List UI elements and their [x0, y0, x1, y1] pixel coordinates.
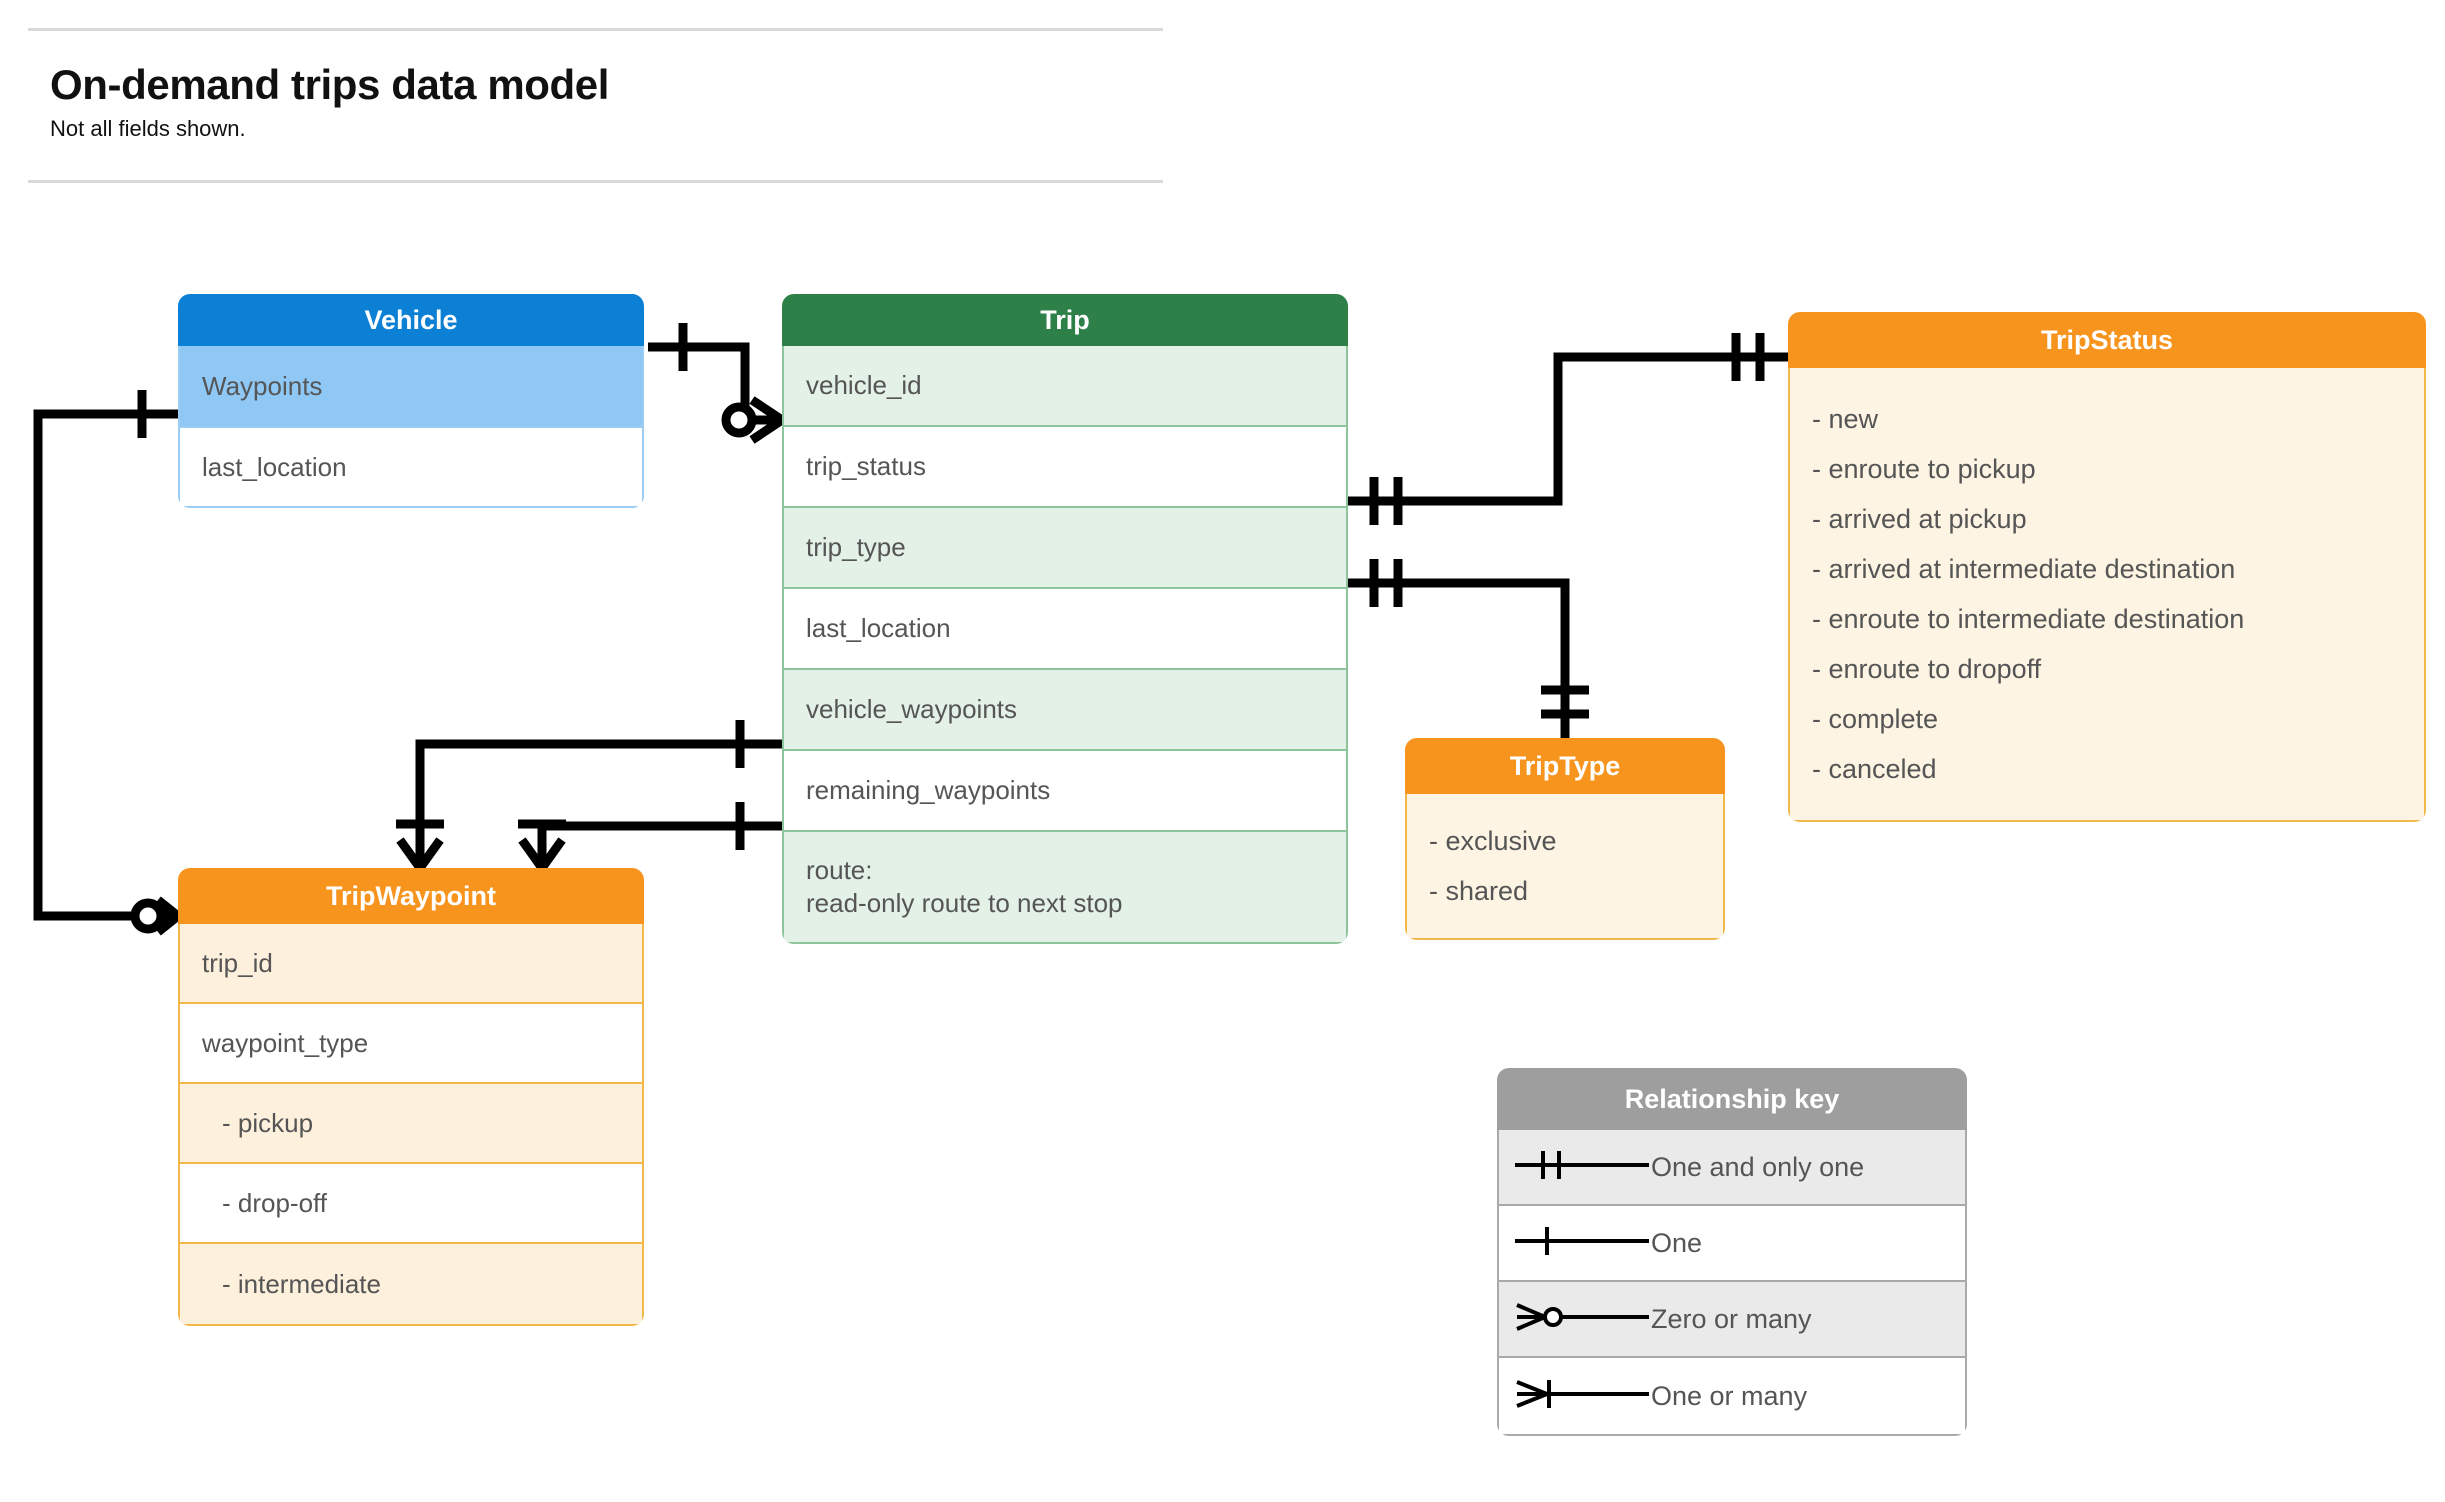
- table-row[interactable]: waypoint_type: [180, 1004, 642, 1084]
- entity-vehicle-title: Vehicle: [178, 294, 644, 346]
- list-item: One: [1499, 1206, 1965, 1282]
- legend-label: One and only one: [1651, 1151, 1865, 1182]
- table-row[interactable]: last_location: [180, 426, 642, 506]
- list-item: Zero or many: [1499, 1282, 1965, 1358]
- page-title: On-demand trips data model: [50, 61, 609, 108]
- entity-triptype[interactable]: TripType - exclusive - shared: [1405, 738, 1725, 940]
- list-item: - enroute to dropoff: [1812, 654, 2042, 684]
- entity-tripstatus[interactable]: TripStatus - new - enroute to pickup - a…: [1788, 312, 2426, 822]
- list-item: - complete: [1812, 704, 1939, 734]
- entity-tripwaypoint[interactable]: TripWaypoint trip_id waypoint_type - pic…: [178, 868, 644, 1326]
- relationship-key-legend: Relationship key One and only one: [1497, 1068, 1967, 1436]
- list-item: One and only one: [1499, 1130, 1965, 1206]
- page-header: On-demand trips data model Not all field…: [28, 28, 1163, 184]
- list-item: - shared: [1429, 876, 1529, 906]
- entity-triptype-title: TripType: [1405, 738, 1725, 794]
- list-item: - enroute to intermediate destination: [1812, 604, 2245, 634]
- list-item: - exclusive: [1429, 826, 1557, 856]
- legend-body: One and only one One: [1497, 1130, 1967, 1436]
- table-row[interactable]: - intermediate: [180, 1244, 642, 1324]
- list-item: - new: [1812, 404, 1879, 434]
- entity-tripstatus-title: TripStatus: [1788, 312, 2426, 368]
- entity-triptype-values: - exclusive - shared: [1405, 794, 1725, 940]
- legend-label: Zero or many: [1651, 1303, 1812, 1334]
- list-item: - canceled: [1812, 754, 1937, 784]
- header-rule-top: [28, 28, 1163, 31]
- table-row[interactable]: - drop-off: [180, 1164, 642, 1244]
- entity-vehicle-rows: Waypoints last_location: [178, 346, 644, 508]
- legend-label: One or many: [1651, 1380, 1808, 1411]
- table-row[interactable]: vehicle_waypoints: [784, 670, 1346, 751]
- entity-trip-title: Trip: [782, 294, 1348, 346]
- table-row[interactable]: trip_status: [784, 427, 1346, 508]
- entity-tripwaypoint-rows: trip_id waypoint_type - pickup - drop-of…: [178, 924, 644, 1326]
- entity-trip[interactable]: Trip vehicle_id trip_status trip_type la…: [782, 294, 1348, 944]
- table-row[interactable]: remaining_waypoints: [784, 751, 1346, 832]
- entity-tripstatus-values: - new - enroute to pickup - arrived at p…: [1788, 368, 2426, 822]
- list-item: - enroute to pickup: [1812, 454, 2036, 484]
- one-and-only-one-icon: [1499, 1145, 1651, 1190]
- one-icon: [1499, 1221, 1651, 1266]
- one-or-many-icon: [1499, 1374, 1651, 1419]
- list-item: - arrived at intermediate destination: [1812, 554, 2236, 584]
- page-subtitle: Not all fields shown.: [50, 116, 246, 142]
- table-row[interactable]: Waypoints: [180, 346, 642, 426]
- table-row[interactable]: route: read-only route to next stop: [784, 832, 1346, 942]
- table-row-line2: read-only route to next stop: [806, 887, 1123, 918]
- table-row[interactable]: - pickup: [180, 1084, 642, 1164]
- entity-vehicle[interactable]: Vehicle Waypoints last_location: [178, 294, 644, 508]
- entity-tripwaypoint-title: TripWaypoint: [178, 868, 644, 924]
- table-row[interactable]: vehicle_id: [784, 346, 1346, 427]
- table-row-line1: route:: [806, 855, 873, 885]
- table-row[interactable]: last_location: [784, 589, 1346, 670]
- list-item: - arrived at pickup: [1812, 504, 2027, 534]
- table-row[interactable]: trip_type: [784, 508, 1346, 589]
- zero-or-many-icon: [1499, 1297, 1651, 1342]
- entity-trip-rows: vehicle_id trip_status trip_type last_lo…: [782, 346, 1348, 944]
- list-item: One or many: [1499, 1358, 1965, 1434]
- table-row[interactable]: trip_id: [180, 924, 642, 1004]
- legend-title: Relationship key: [1497, 1068, 1967, 1130]
- header-rule-bottom: [28, 180, 1163, 184]
- legend-label: One: [1651, 1227, 1703, 1258]
